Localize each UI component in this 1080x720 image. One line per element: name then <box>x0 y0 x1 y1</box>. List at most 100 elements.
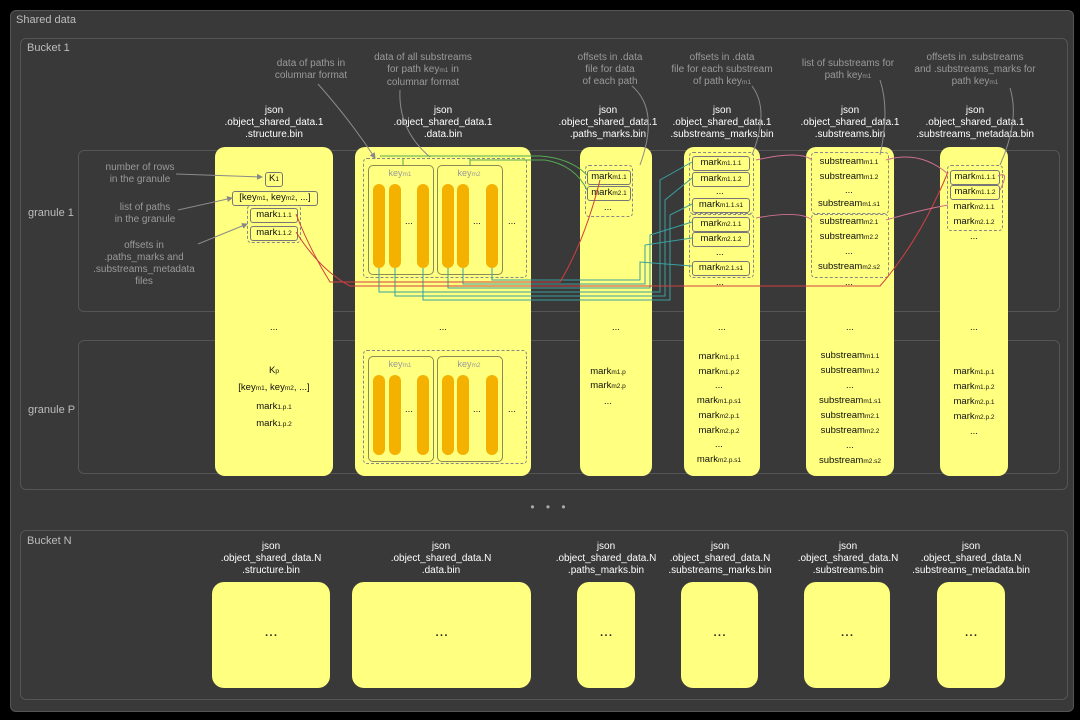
teal-connector <box>422 203 693 301</box>
mark-m1-1-2: markm1.1.2 <box>692 172 750 187</box>
substream-bar <box>442 184 454 268</box>
substream-bar <box>389 184 401 268</box>
pink-connector <box>755 154 813 161</box>
column-n-substreams-marks <box>681 582 758 688</box>
teal-connector <box>491 261 693 281</box>
mark-m2-1-1-meta: markm2.1.1 <box>953 201 995 212</box>
n-substreams-ellipsis: ... <box>840 623 854 640</box>
key-m2-label-gp: keym2 <box>457 359 481 369</box>
key-m1-label-g1: keym1 <box>388 168 412 178</box>
substream-bar <box>442 375 454 455</box>
annotation-arrow <box>631 85 649 166</box>
n-substreams-marks-ellipsis: ... <box>712 623 727 640</box>
annotation-arrow <box>751 85 762 156</box>
bucket-1-region <box>20 38 1068 490</box>
data-ellipsis: ... <box>405 404 413 415</box>
file-label-substreams: json.object_shared_data.1.substreams.bin <box>800 105 900 140</box>
mark-m2-1: markm2.1 <box>587 186 631 201</box>
sub-ellipsis: ... <box>845 246 853 257</box>
mark-m2-p: markm2.p <box>590 380 626 391</box>
substream-m1-s1: substreamm1.s1 <box>817 198 881 209</box>
n-data-ellipsis: ... <box>434 623 449 640</box>
annotation-arrow <box>317 83 376 159</box>
column-paths-marks <box>580 147 652 476</box>
substream-m1-s1-p: substreamm1.s1 <box>818 395 882 406</box>
pink-connector <box>997 174 1005 191</box>
paths-marks-ellipsis: ... <box>604 202 612 213</box>
mark-1-1-1: mark1.1.1 <box>250 208 298 223</box>
annotation-all-substreams: data of all substreams for path keym1 in… <box>374 52 472 88</box>
substream-bar <box>417 184 429 268</box>
data-ellipsis: ... <box>405 216 413 227</box>
meta-ellipsis: ... <box>970 231 978 242</box>
mark-m1-p-2: markm1.p.2 <box>698 366 740 377</box>
substream-bar <box>486 184 498 268</box>
substreams-group-m2 <box>811 214 889 278</box>
data-group-gp <box>363 350 527 464</box>
key-m1-box-gp <box>368 356 434 462</box>
substream-m1-2-p: substreamm1.2 <box>820 365 880 376</box>
substream-bar <box>389 375 401 455</box>
column-n-substreams-metadata <box>937 582 1005 688</box>
substream-m2-2-p: substreamm2.2 <box>820 425 880 436</box>
substream-m2-s2-p: substreamm2.s2 <box>818 455 882 466</box>
annotation-list-substreams: list of substreams for path keym1 <box>801 58 895 81</box>
rows-count-k1: K1 <box>265 172 283 187</box>
green-connector <box>380 155 588 176</box>
shared-data-label: Shared data <box>16 14 76 26</box>
n-metadata-ellipsis: ... <box>964 623 978 640</box>
annotation-arrow <box>175 173 263 180</box>
file-label-n-substreams-metadata: json.object_shared_data.N.substreams_met… <box>912 541 1030 576</box>
substream-m2-1: substreamm2.1 <box>819 216 879 227</box>
granule-1-label: granule 1 <box>28 207 74 219</box>
column-n-structure <box>212 582 330 688</box>
substream-bar <box>417 375 429 455</box>
bucket-separator-dots: • • • <box>530 500 570 514</box>
n-structure-ellipsis: ... <box>264 623 278 640</box>
pink-connector <box>755 214 813 221</box>
mark-m2-p-1-meta: markm2.p.1 <box>953 396 995 407</box>
bucket-n-label: Bucket N <box>27 535 72 547</box>
key-m2-box-g1 <box>437 165 503 275</box>
structure-ellipsis: ... <box>270 322 278 333</box>
sub-ellipsis: ... <box>846 440 854 451</box>
file-label-n-substreams-marks: json.object_shared_data.N.substreams_mar… <box>668 541 772 576</box>
column-n-paths-marks <box>577 582 635 688</box>
substream-m1-1: substreamm1.1 <box>819 156 879 167</box>
sub-ellipsis: ... <box>845 277 853 288</box>
mark-m1-1-1: markm1.1.1 <box>692 156 750 171</box>
substream-m2-1-p: substreamm2.1 <box>820 410 880 421</box>
substream-m2-s2: substreamm2.s2 <box>817 261 881 272</box>
sm-ellipsis: ... <box>716 247 724 258</box>
paths-list-p: [keym1, keym2, ...] <box>238 382 310 393</box>
file-label-n-paths-marks: json.object_shared_data.N.paths_marks.bi… <box>555 541 657 576</box>
red-connector <box>295 171 949 287</box>
sub-ellipsis: ... <box>845 185 853 196</box>
sm-ellipsis: ... <box>716 277 724 288</box>
substream-marks-group-m1 <box>689 152 754 214</box>
file-label-data: json.object_shared_data.1.data.bin <box>393 105 493 140</box>
granule-1-region <box>78 150 1060 312</box>
mark-m1-1: markm1.1 <box>587 170 631 185</box>
mark-m2-1-1: markm2.1.1 <box>692 217 750 232</box>
mark-1-p-1: mark1.p.1 <box>256 401 292 412</box>
sub-mid-ellipsis: ... <box>846 322 854 333</box>
data-ellipsis: ... <box>473 404 481 415</box>
teal-connector <box>447 221 693 289</box>
substream-bar <box>373 184 385 268</box>
bucket-1-label: Bucket 1 <box>27 42 70 54</box>
substream-bar <box>457 184 469 268</box>
mark-m1-p-2-meta: markm1.p.2 <box>953 381 995 392</box>
annotation-arrow <box>177 196 233 211</box>
column-substreams-marks <box>684 147 760 476</box>
data-ellipsis: ... <box>473 216 481 227</box>
substream-m1-2: substreamm1.2 <box>819 171 879 182</box>
n-paths-marks-ellipsis: ... <box>599 623 613 640</box>
file-label-substreams-marks: json.object_shared_data.1.substreams_mar… <box>670 105 774 140</box>
mark-m2-1-2: markm2.1.2 <box>692 232 750 247</box>
